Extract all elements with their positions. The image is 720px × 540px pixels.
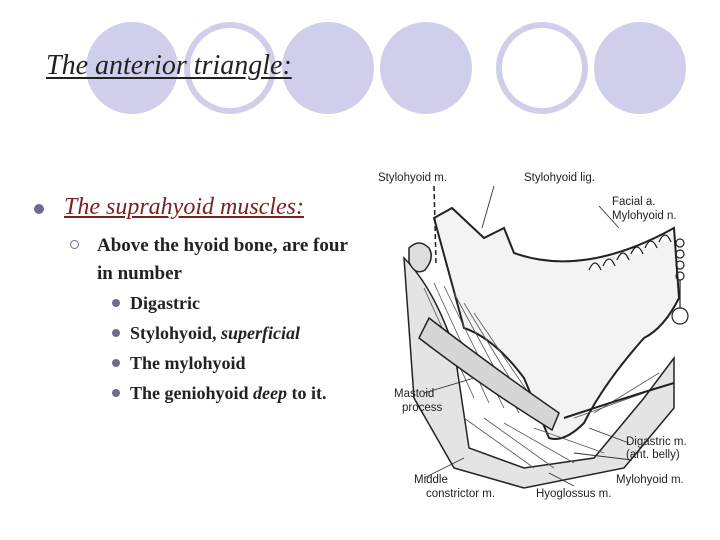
bullet-dot (34, 204, 44, 214)
muscle-name: Stylohyoid, (130, 323, 222, 343)
section-heading: The suprahyoid muscles: (64, 194, 304, 220)
decor-circle-5 (496, 22, 588, 114)
slide-title: The anterior triangle: (46, 50, 292, 81)
bullet-dot (112, 389, 120, 397)
bullet-dot (112, 329, 120, 337)
label-hyoglossus: Hyoglossus m. (536, 488, 612, 500)
muscle-list: Digastric Stylohyoid, superficial The my… (112, 288, 327, 408)
muscle-note: superficial (221, 323, 301, 343)
muscle-name: The mylohyoid (130, 353, 246, 373)
list-item: The geniohyoid deep to it. (112, 378, 327, 408)
label-stylohyoid-ligament: Stylohyoid lig. (524, 172, 595, 184)
bullet-dot (112, 359, 120, 367)
label-stylohyoid-muscle: Stylohyoid m. (378, 172, 448, 184)
label-digastric-muscle: Digastric m. (626, 436, 687, 448)
muscle-note: deep (253, 383, 288, 403)
list-item: The mylohyoid (112, 348, 327, 378)
list-item: Stylohyoid, superficial (112, 318, 327, 348)
label-process: process (402, 402, 443, 414)
label-mylohyoid-nerve: Mylohyoid n. (612, 210, 677, 222)
ring-bullet (70, 240, 79, 249)
bullet-dot (112, 299, 120, 307)
decor-circle-2 (184, 22, 276, 114)
label-mylohyoid-muscle: Mylohyoid m. (616, 474, 684, 486)
decor-circle-4 (380, 22, 472, 114)
label-anterior-belly: (ant. belly) (626, 449, 680, 461)
label-facial-artery: Facial a. (612, 196, 656, 208)
muscle-name: The geniohyoid (130, 383, 254, 403)
neck-muscles-illustration (403, 185, 689, 489)
muscle-tail: to it. (287, 383, 327, 403)
decor-circle-6 (594, 22, 686, 114)
label-constrictor: constrictor m. (426, 488, 496, 500)
list-item: Digastric (112, 288, 327, 318)
anatomy-figure: Stylohyoid m. Stylohyoid lig. Facial a. … (374, 168, 704, 508)
muscle-name: Digastric (130, 293, 200, 313)
label-middle: Middle (414, 474, 448, 486)
decor-circle-1 (86, 22, 178, 114)
decor-circle-3 (282, 22, 374, 114)
label-mastoid: Mastoid (394, 388, 435, 400)
sub-point-text: Above the hyoid bone, are four in number (97, 235, 348, 284)
